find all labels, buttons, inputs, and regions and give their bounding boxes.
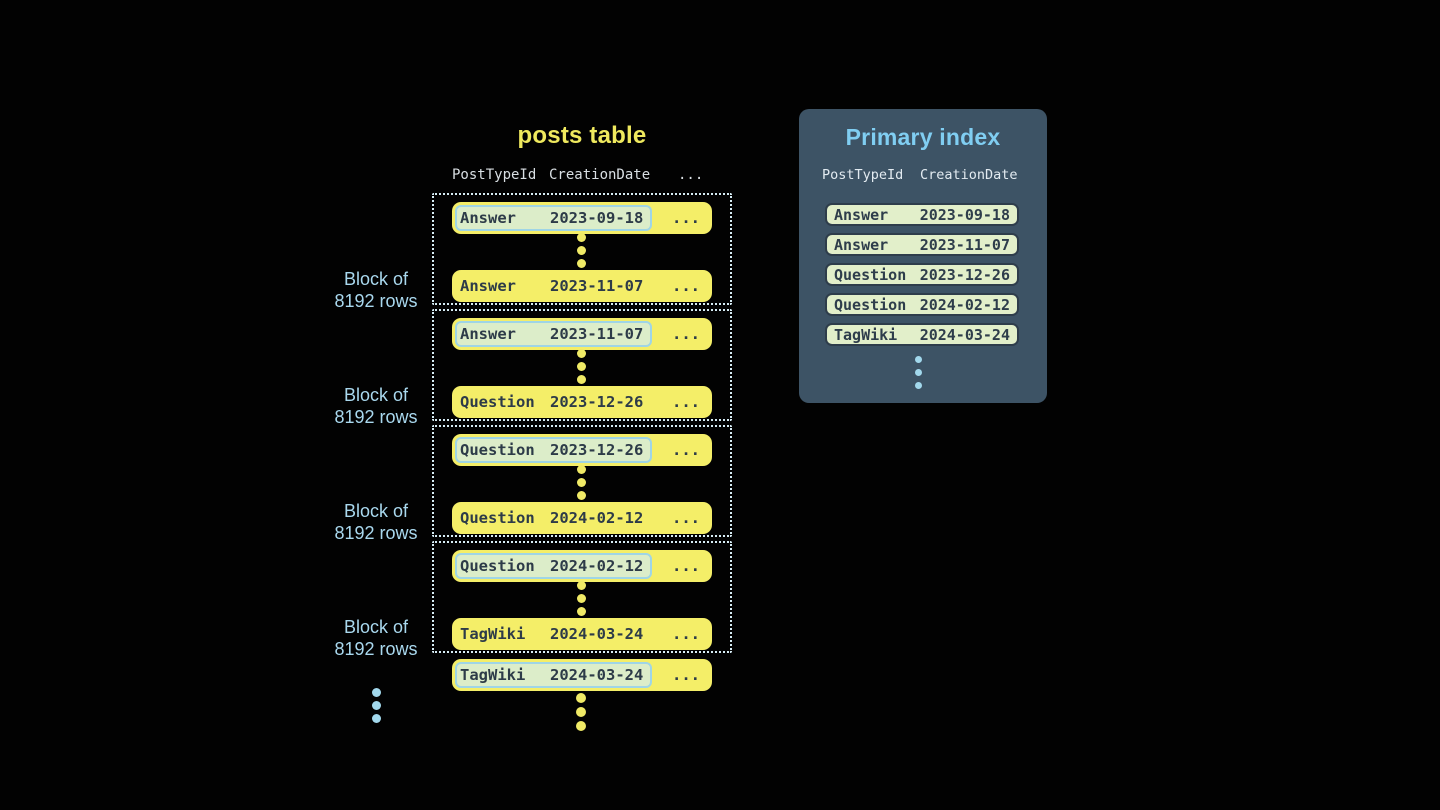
cell-creationdate: 2023-11-07 (550, 277, 644, 295)
cell-posttypeid: Question (460, 557, 535, 575)
table-row: Question 2024-02-12 ... (452, 502, 712, 534)
row-block-3: Question 2023-12-26 ... Question 2024-02… (432, 425, 732, 537)
cell-posttypeid: Answer (460, 209, 516, 227)
table-row: Question 2024-02-12 ... (452, 550, 712, 582)
cell-creationdate: 2024-03-24 (550, 666, 644, 684)
index-entry: Answer 2023-09-18 (825, 203, 1019, 226)
table-row-overflow: TagWiki 2024-03-24 ... (452, 659, 712, 691)
index-entry: Question 2024-02-12 (825, 293, 1019, 316)
table-row: Answer 2023-11-07 ... (452, 318, 712, 350)
indexed-columns-highlight (455, 205, 652, 231)
cell-more: ... (672, 625, 700, 643)
cell-creationdate: 2023-09-18 (919, 205, 1010, 224)
cell-more: ... (672, 277, 700, 295)
column-header-creationdate: CreationDate (549, 167, 651, 183)
cell-creationdate: 2023-12-26 (550, 393, 644, 411)
cell-posttypeid: Question (460, 441, 535, 459)
cell-creationdate: 2024-02-12 (550, 509, 644, 527)
cell-more: ... (672, 209, 700, 227)
cell-creationdate: 2024-03-24 (919, 325, 1010, 344)
cell-creationdate: 2024-02-12 (550, 557, 644, 575)
ellipsis-vertical (577, 581, 586, 616)
cell-posttypeid: Answer (834, 235, 889, 254)
primary-index-panel: Primary index PostTypeId CreationDate An… (799, 109, 1047, 403)
cell-more: ... (672, 557, 700, 575)
cell-creationdate: 2023-11-07 (550, 325, 644, 343)
indexed-columns-highlight (455, 662, 652, 688)
indexed-columns-highlight (455, 437, 652, 463)
block-label-3: Block of 8192 rows (300, 500, 452, 544)
cell-creationdate: 2023-12-26 (550, 441, 644, 459)
table-row: Answer 2023-09-18 ... (452, 202, 712, 234)
cell-posttypeid: Answer (460, 325, 516, 343)
cell-posttypeid: Question (834, 295, 907, 314)
indexed-columns-highlight (455, 321, 652, 347)
cell-posttypeid: Question (460, 393, 535, 411)
cell-creationdate: 2024-02-12 (919, 295, 1010, 314)
table-row: Question 2023-12-26 ... (452, 434, 712, 466)
row-block-2: Answer 2023-11-07 ... Question 2023-12-2… (432, 309, 732, 421)
posts-table-title: posts table (517, 122, 647, 149)
cell-more: ... (672, 393, 700, 411)
cell-posttypeid: TagWiki (834, 325, 898, 344)
cell-creationdate: 2023-12-26 (919, 265, 1010, 284)
block-label-1: Block of 8192 rows (300, 268, 452, 312)
cell-posttypeid: Answer (834, 205, 889, 224)
cell-posttypeid: Question (460, 509, 535, 527)
ellipsis-vertical (577, 349, 586, 384)
cell-posttypeid: Question (834, 265, 907, 284)
cell-creationdate: 2024-03-24 (550, 625, 644, 643)
row-block-4: Question 2024-02-12 ... TagWiki 2024-03-… (432, 541, 732, 653)
block-label-line1: Block of (343, 385, 409, 405)
block-label-line1: Block of (343, 501, 409, 521)
cell-more: ... (672, 441, 700, 459)
column-header-more: ... (678, 167, 704, 183)
cell-posttypeid: TagWiki (460, 666, 526, 684)
row-block-1: Answer 2023-09-18 ... Answer 2023-11-07 … (432, 193, 732, 305)
ellipsis-vertical (577, 465, 586, 500)
cell-more: ... (672, 509, 700, 527)
index-entry: Answer 2023-11-07 (825, 233, 1019, 256)
index-entry: TagWiki 2024-03-24 (825, 323, 1019, 346)
ellipsis-vertical-blocks (372, 688, 381, 723)
block-label-line2: 8192 rows (334, 639, 418, 659)
cell-creationdate: 2023-11-07 (919, 235, 1010, 254)
column-header-creationdate: CreationDate (920, 167, 1018, 183)
block-label-line1: Block of (343, 269, 409, 289)
primary-index-title: Primary index (845, 124, 1001, 150)
column-header-posttypeid: PostTypeId (452, 167, 537, 183)
table-row: Question 2023-12-26 ... (452, 386, 712, 418)
block-label-line2: 8192 rows (334, 407, 418, 427)
block-label-4: Block of 8192 rows (300, 616, 452, 660)
block-label-line2: 8192 rows (334, 291, 418, 311)
block-label-line1: Block of (343, 617, 409, 637)
indexed-columns-highlight (455, 553, 652, 579)
cell-posttypeid: TagWiki (460, 625, 526, 643)
table-row: TagWiki 2024-03-24 ... (452, 618, 712, 650)
cell-creationdate: 2023-09-18 (550, 209, 644, 227)
cell-more: ... (672, 325, 700, 343)
ellipsis-vertical-rows (576, 693, 586, 731)
block-label-line2: 8192 rows (334, 523, 418, 543)
block-label-2: Block of 8192 rows (300, 384, 452, 428)
cell-posttypeid: Answer (460, 277, 516, 295)
column-header-posttypeid: PostTypeId (822, 167, 904, 183)
table-row: Answer 2023-11-07 ... (452, 270, 712, 302)
ellipsis-vertical (577, 233, 586, 268)
cell-more: ... (672, 666, 700, 684)
index-entry: Question 2023-12-26 (825, 263, 1019, 286)
ellipsis-vertical-index (915, 356, 922, 389)
